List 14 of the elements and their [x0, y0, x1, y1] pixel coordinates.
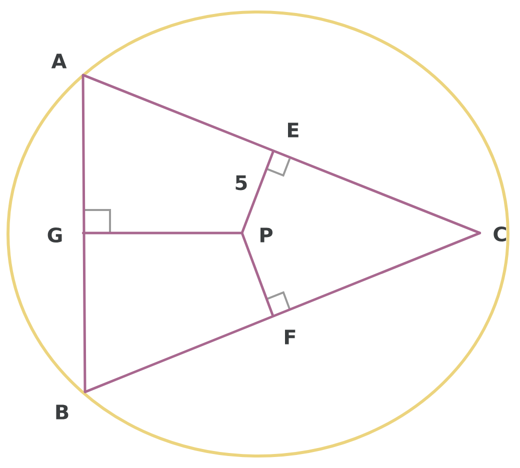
point-label: C: [494, 226, 506, 242]
line-segment: [82, 232, 244, 234]
point-label: G: [48, 227, 62, 243]
line-segment: [84, 232, 482, 394]
line-segment: [82, 74, 86, 394]
point-label: P: [260, 228, 272, 242]
line-segment: [240, 150, 274, 234]
point-label: A: [51, 54, 67, 68]
line-segment: [82, 74, 482, 234]
point-label: F: [285, 330, 296, 344]
point-label: E: [288, 122, 298, 138]
line-segment: [240, 232, 274, 318]
point-label: B: [56, 404, 68, 420]
edge-label: 5: [236, 175, 247, 190]
